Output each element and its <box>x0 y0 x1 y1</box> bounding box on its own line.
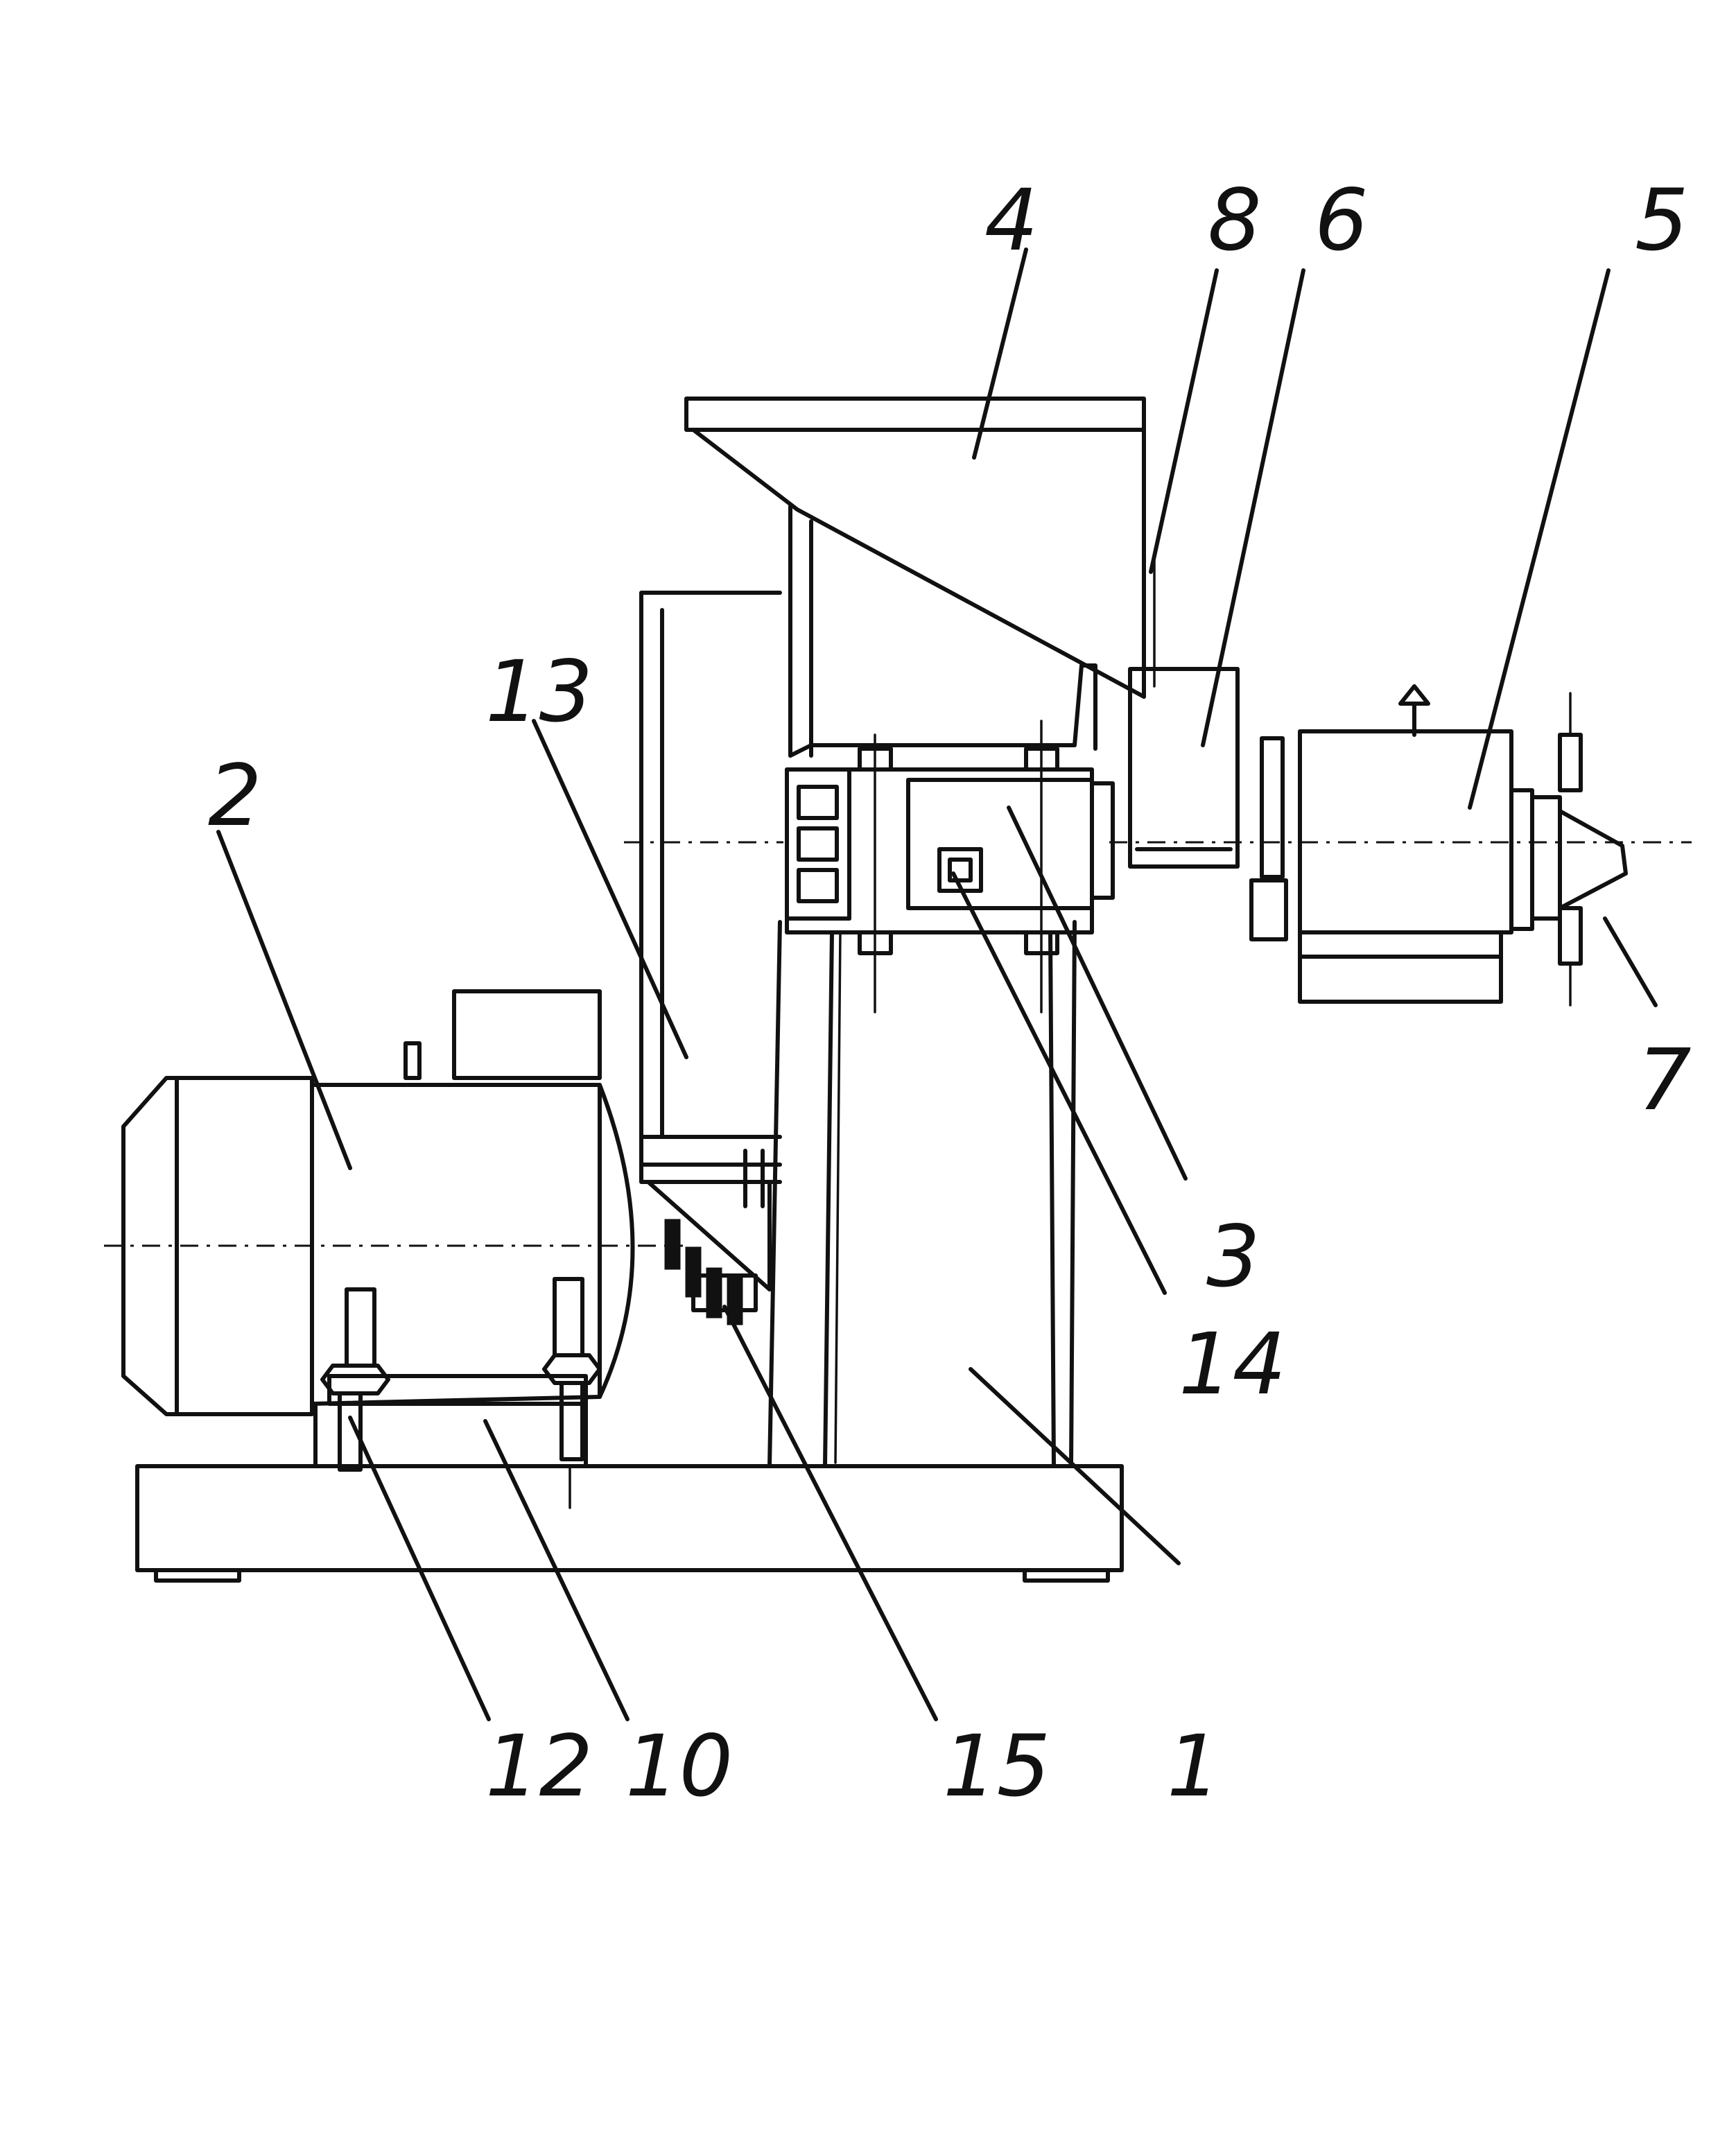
callout-13: 13 <box>485 643 593 741</box>
support-stand <box>767 920 1077 1468</box>
callout-6: 6 <box>1314 171 1369 270</box>
pulley-drive <box>646 1180 772 1325</box>
callout-labels: 4 8 6 5 13 2 7 3 14 12 10 15 1 <box>208 171 1692 1816</box>
callout-10: 10 <box>625 1717 733 1816</box>
hopper <box>684 397 1156 758</box>
callout-8: 8 <box>1208 171 1262 270</box>
housing <box>639 591 782 1208</box>
motor-mounts <box>320 1277 602 1509</box>
callout-12: 12 <box>485 1717 593 1816</box>
unit-5 <box>1298 684 1513 1004</box>
callout-14: 14 <box>1179 1315 1286 1413</box>
callout-3: 3 <box>1206 1208 1260 1306</box>
callout-15: 15 <box>943 1717 1050 1816</box>
center-lines <box>104 841 1692 1247</box>
central-block <box>785 720 1115 1013</box>
callout-2: 2 <box>208 747 262 845</box>
unit-6 <box>1128 667 1288 941</box>
base-frame <box>135 1464 1124 1583</box>
callout-1: 1 <box>1167 1717 1221 1816</box>
callout-7: 7 <box>1638 1031 1692 1129</box>
connector-7 <box>1509 692 1628 1007</box>
leader-lines <box>216 247 1658 1721</box>
callout-5: 5 <box>1635 171 1689 270</box>
callout-4: 4 <box>984 171 1039 270</box>
